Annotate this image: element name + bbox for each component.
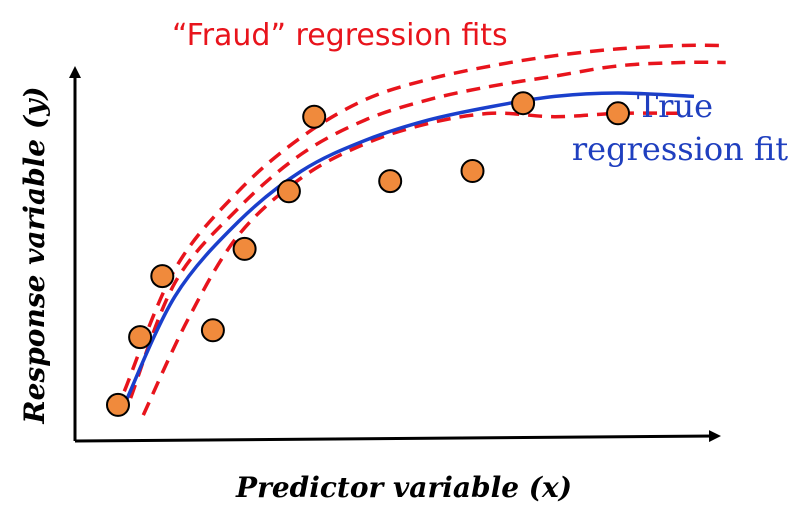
data-point-11 bbox=[606, 101, 630, 126]
data-point-7 bbox=[302, 104, 327, 129]
true-fit-label: True regression fit bbox=[572, 87, 788, 168]
data-point-4 bbox=[200, 318, 225, 343]
data-point-1 bbox=[106, 392, 130, 417]
data-point-9 bbox=[460, 159, 485, 183]
x-axis bbox=[74, 430, 721, 443]
data-points bbox=[106, 91, 630, 417]
y-axis-label: Response variable (y) bbox=[18, 86, 51, 424]
true-fit bbox=[122, 91, 695, 406]
data-point-10 bbox=[511, 91, 536, 116]
x-axis-label: Predictor variable (x) bbox=[235, 471, 572, 504]
data-point-6 bbox=[276, 179, 301, 204]
true-fit-label-line-2: regression fit bbox=[572, 130, 788, 168]
fraud-fit-curve-2 bbox=[128, 60, 726, 399]
true-fit-label-line-1: True bbox=[637, 87, 713, 125]
data-point-5 bbox=[232, 236, 257, 261]
data-point-2 bbox=[128, 325, 153, 350]
data-point-3 bbox=[150, 264, 175, 289]
true-fit-curve bbox=[122, 91, 695, 406]
data-point-8 bbox=[378, 169, 403, 194]
fraud-fits-label: “Fraud” regression fits bbox=[172, 18, 508, 53]
fraud-fit-curve-1 bbox=[122, 43, 726, 392]
fraud-fit-curve-3 bbox=[141, 111, 682, 416]
fraud-fits bbox=[122, 43, 726, 416]
